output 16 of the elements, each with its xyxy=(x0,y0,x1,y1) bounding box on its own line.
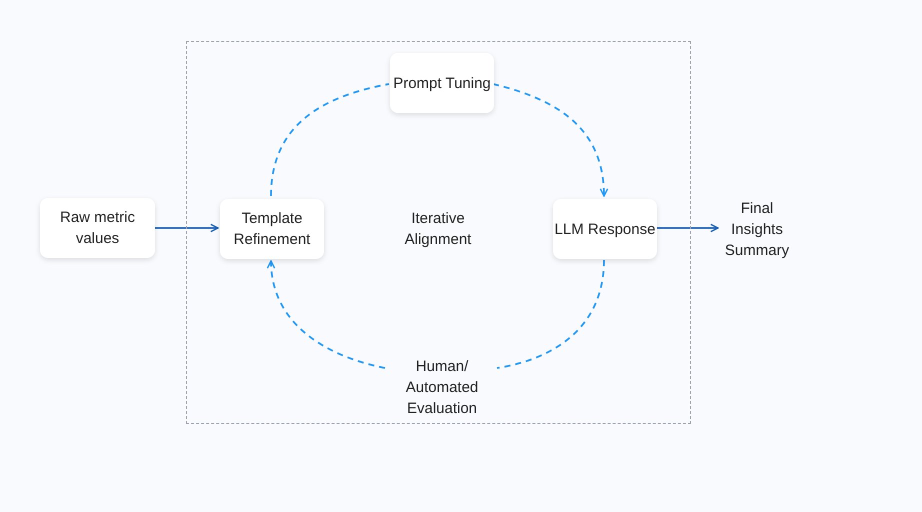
node-label: Final Insights Summary xyxy=(724,198,790,260)
arrow xyxy=(155,224,219,232)
dashed-group-frame xyxy=(186,41,691,424)
node-label: Prompt Tuning xyxy=(393,74,491,94)
node-label: Raw metric values xyxy=(58,208,136,249)
process-box xyxy=(220,199,324,259)
node-label: LLM Response xyxy=(554,220,656,240)
process-box xyxy=(553,199,657,259)
center-label: Iterative Alignment xyxy=(404,209,472,250)
arrow xyxy=(656,224,719,232)
node-label: Human/ Automated Evaluation xyxy=(404,356,480,418)
process-box xyxy=(390,53,494,113)
process-box xyxy=(40,198,155,258)
arrow xyxy=(492,83,608,197)
node-label: Template Refinement xyxy=(232,209,312,250)
arrow xyxy=(267,260,386,369)
